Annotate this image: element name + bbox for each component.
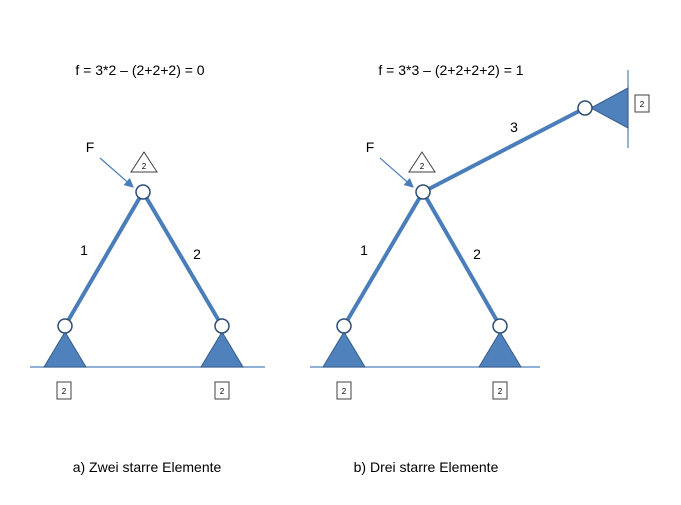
hinge-right-a <box>214 318 230 334</box>
wall-box-b <box>634 94 650 113</box>
member-3-b <box>421 106 587 194</box>
support-box-left-label-a: 2 <box>62 387 67 396</box>
caption-a: a) Zwei starre Elemente <box>73 459 222 475</box>
diagram-b: f = 3*3 – (2+2+2+2) = 1 2 2 F 1 2 3 <box>310 62 650 475</box>
wall-box-label-b: 2 <box>640 100 645 109</box>
top-marker-a <box>130 151 158 173</box>
hinge-top-a <box>135 184 151 200</box>
force-arrow-a <box>99 157 134 188</box>
support-right-a <box>200 331 244 368</box>
support-box-left-label-b: 2 <box>342 387 347 396</box>
hinge-left-a <box>57 318 73 334</box>
hinge-left-b <box>336 318 352 334</box>
support-left-b <box>322 331 366 368</box>
member-1-b <box>342 190 425 328</box>
support-box-right-a <box>214 381 230 400</box>
force-label-b: F <box>366 139 375 155</box>
support-wall-b <box>589 87 629 129</box>
top-marker-b <box>408 151 436 173</box>
top-marker-label-b: 2 <box>420 162 425 171</box>
support-box-left-a <box>56 381 72 400</box>
support-left-a <box>43 331 87 368</box>
diagram-a: f = 3*2 – (2+2+2) = 0 2 F 1 2 2 2 a) Zwe… <box>30 62 265 475</box>
formula-a: f = 3*2 – (2+2+2) = 0 <box>75 62 204 78</box>
member-label-1-b: 1 <box>360 242 368 258</box>
force-arrow-b <box>379 157 414 188</box>
hinge-wall-b <box>577 100 593 116</box>
member-2-a <box>141 190 224 328</box>
member-2-b <box>421 190 502 328</box>
member-label-1-a: 1 <box>80 242 88 258</box>
hinge-top-b <box>415 184 431 200</box>
support-box-right-label-a: 2 <box>220 387 225 396</box>
force-label-a: F <box>86 139 95 155</box>
caption-b: b) Drei starre Elemente <box>354 459 499 475</box>
support-box-right-b <box>492 381 508 400</box>
hinge-right-b <box>492 318 508 334</box>
support-box-right-label-b: 2 <box>498 387 503 396</box>
member-label-2-b: 2 <box>473 246 481 262</box>
support-box-left-b <box>336 381 352 400</box>
member-1-a <box>63 190 145 328</box>
member-label-2-a: 2 <box>193 246 201 262</box>
top-marker-label-a: 2 <box>142 162 147 171</box>
formula-b: f = 3*3 – (2+2+2+2) = 1 <box>378 62 523 78</box>
member-label-3-b: 3 <box>510 119 518 135</box>
support-right-b <box>478 331 522 368</box>
